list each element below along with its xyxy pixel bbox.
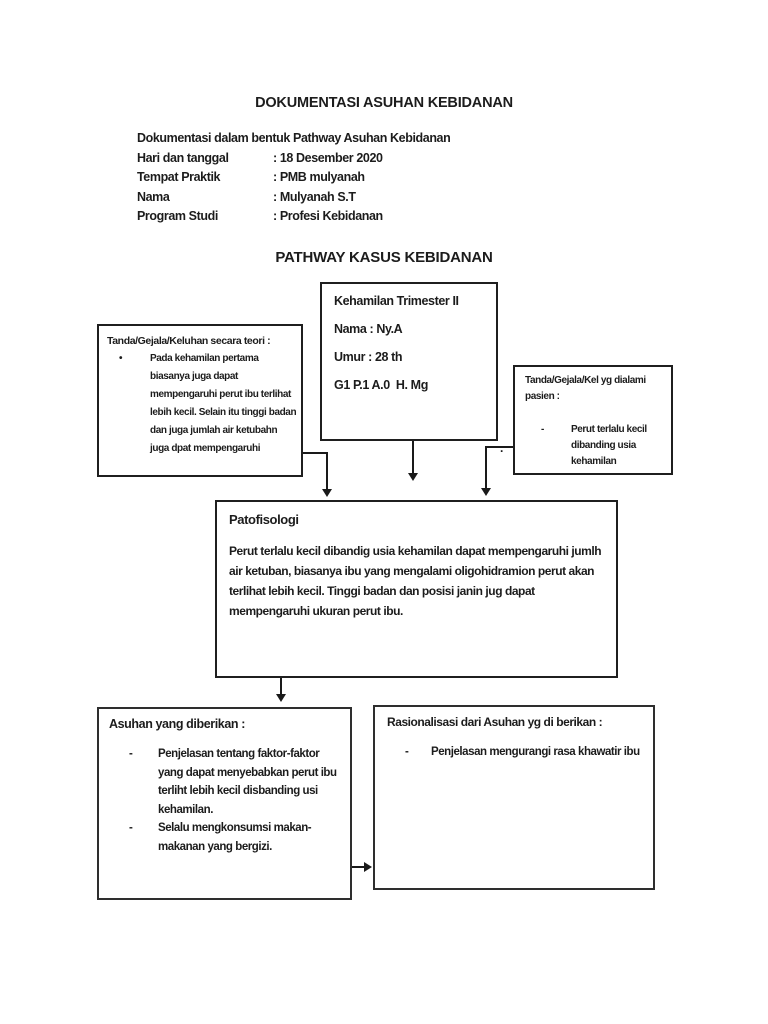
rationale-list: - Penjelasan mengurangi rasa khawatir ib… bbox=[387, 743, 645, 762]
case-line: Umur : 28 th bbox=[334, 350, 403, 364]
care-item-text: Penjelasan tentang faktor-faktor yang da… bbox=[158, 748, 337, 816]
arrow-shaft bbox=[326, 452, 328, 490]
header-field-label: Nama bbox=[137, 189, 170, 204]
header-field-value: : Profesi Kebidanan bbox=[273, 209, 383, 223]
list-item: - Selalu mengkonsumsi makan-makanan yang… bbox=[109, 819, 344, 856]
care-given-box: Asuhan yang diberikan : - Penjelasan ten… bbox=[97, 707, 352, 900]
header-intro: Dokumentasi dalam bentuk Pathway Asuhan … bbox=[137, 131, 451, 145]
patient-signs-item: - Perut terlalu kecil dibanding usia keh… bbox=[525, 422, 667, 470]
arrow-shaft bbox=[412, 441, 414, 474]
header-field-value: : PMB mulyanah bbox=[273, 170, 365, 184]
header-field-row: Nama : Mulyanah S.T bbox=[137, 188, 450, 208]
header-field-value: : Mulyanah S.T bbox=[273, 189, 356, 204]
arrow-down-icon bbox=[481, 488, 491, 496]
pathophysiology-box: Patofisologi Perut terlalu kecil dibandi… bbox=[215, 500, 618, 678]
bullet-icon: • bbox=[119, 353, 123, 364]
arrow-shaft bbox=[486, 446, 513, 448]
pathophysiology-title: Patofisologi bbox=[229, 512, 299, 527]
arrow-shaft bbox=[280, 678, 282, 695]
theory-signs-text: Pada kehamilan pertama biasanya juga dap… bbox=[150, 353, 297, 454]
header-field-row: Program Studi : Profesi Kebidanan bbox=[137, 207, 450, 227]
rationale-title: Rasionalisasi dari Asuhan yg di berikan … bbox=[387, 715, 603, 729]
pathway-section-title: PATHWAY KASUS KEBIDANAN bbox=[275, 249, 493, 266]
theory-signs-title: Tanda/Gejala/Keluhan secara teori : bbox=[107, 335, 271, 347]
header-field-label: Program Studi bbox=[137, 209, 218, 223]
case-line: Kehamilan Trimester II bbox=[334, 294, 459, 308]
arrow-down-icon bbox=[322, 489, 332, 497]
header-intro-row: Dokumentasi dalam bentuk Pathway Asuhan … bbox=[137, 129, 451, 149]
dash-icon: - bbox=[129, 822, 133, 834]
header-field-row: Tempat Praktik : PMB mulyanah bbox=[137, 168, 450, 188]
dash-icon: - bbox=[405, 746, 409, 758]
arrow-shaft bbox=[352, 866, 364, 868]
patient-signs-text: Perut terlalu kecil dibanding usia keham… bbox=[571, 424, 647, 467]
care-given-list: - Penjelasan tentang faktor-faktor yang … bbox=[109, 745, 344, 856]
care-given-title: Asuhan yang diberikan : bbox=[109, 717, 245, 731]
header-field-label: Tempat Praktik bbox=[137, 170, 221, 184]
list-item: - Penjelasan tentang faktor-faktor yang … bbox=[109, 745, 344, 819]
dash-icon: - bbox=[541, 424, 544, 435]
case-line: Nama : Ny.A bbox=[334, 322, 403, 336]
care-item-text: Selalu mengkonsumsi makan-makanan yang b… bbox=[158, 822, 312, 853]
arrow-shaft bbox=[485, 446, 487, 489]
stray-period-mark: . bbox=[500, 441, 503, 455]
header-field-value: : 18 Desember 2020 bbox=[273, 150, 383, 165]
case-box: Kehamilan Trimester II Nama : Ny.A Umur … bbox=[320, 282, 498, 441]
rationale-item-text: Penjelasan mengurangi rasa khawatir ibu bbox=[431, 746, 640, 758]
arrow-shaft bbox=[303, 452, 328, 454]
arrow-right-icon bbox=[364, 862, 372, 872]
header-field-label: Hari dan tanggal bbox=[137, 150, 229, 165]
case-line: G1 P.1 A.0 H. Mg bbox=[334, 378, 428, 392]
header-block: Dokumentasi dalam bentuk Pathway Asuhan … bbox=[137, 129, 451, 227]
page-title: DOKUMENTASI ASUHAN KEBIDANAN bbox=[255, 95, 513, 111]
rationale-box: Rasionalisasi dari Asuhan yg di berikan … bbox=[373, 705, 655, 890]
patient-signs-box: Tanda/Gejala/Kel yg dialami pasien : - P… bbox=[513, 365, 673, 475]
theory-signs-box: Tanda/Gejala/Keluhan secara teori : • Pa… bbox=[97, 324, 303, 477]
patient-signs-title: Tanda/Gejala/Kel yg dialami pasien : bbox=[525, 375, 646, 402]
arrow-down-icon bbox=[408, 473, 418, 481]
list-item: - Penjelasan mengurangi rasa khawatir ib… bbox=[387, 743, 645, 762]
header-field-row: Hari dan tanggal : 18 Desember 2020 bbox=[137, 149, 450, 169]
pathophysiology-text: Perut terlalu kecil dibandig usia kehami… bbox=[229, 544, 602, 618]
arrow-down-icon bbox=[276, 694, 286, 702]
theory-signs-item: • Pada kehamilan pertama biasanya juga d… bbox=[107, 350, 297, 458]
dash-icon: - bbox=[129, 748, 133, 760]
